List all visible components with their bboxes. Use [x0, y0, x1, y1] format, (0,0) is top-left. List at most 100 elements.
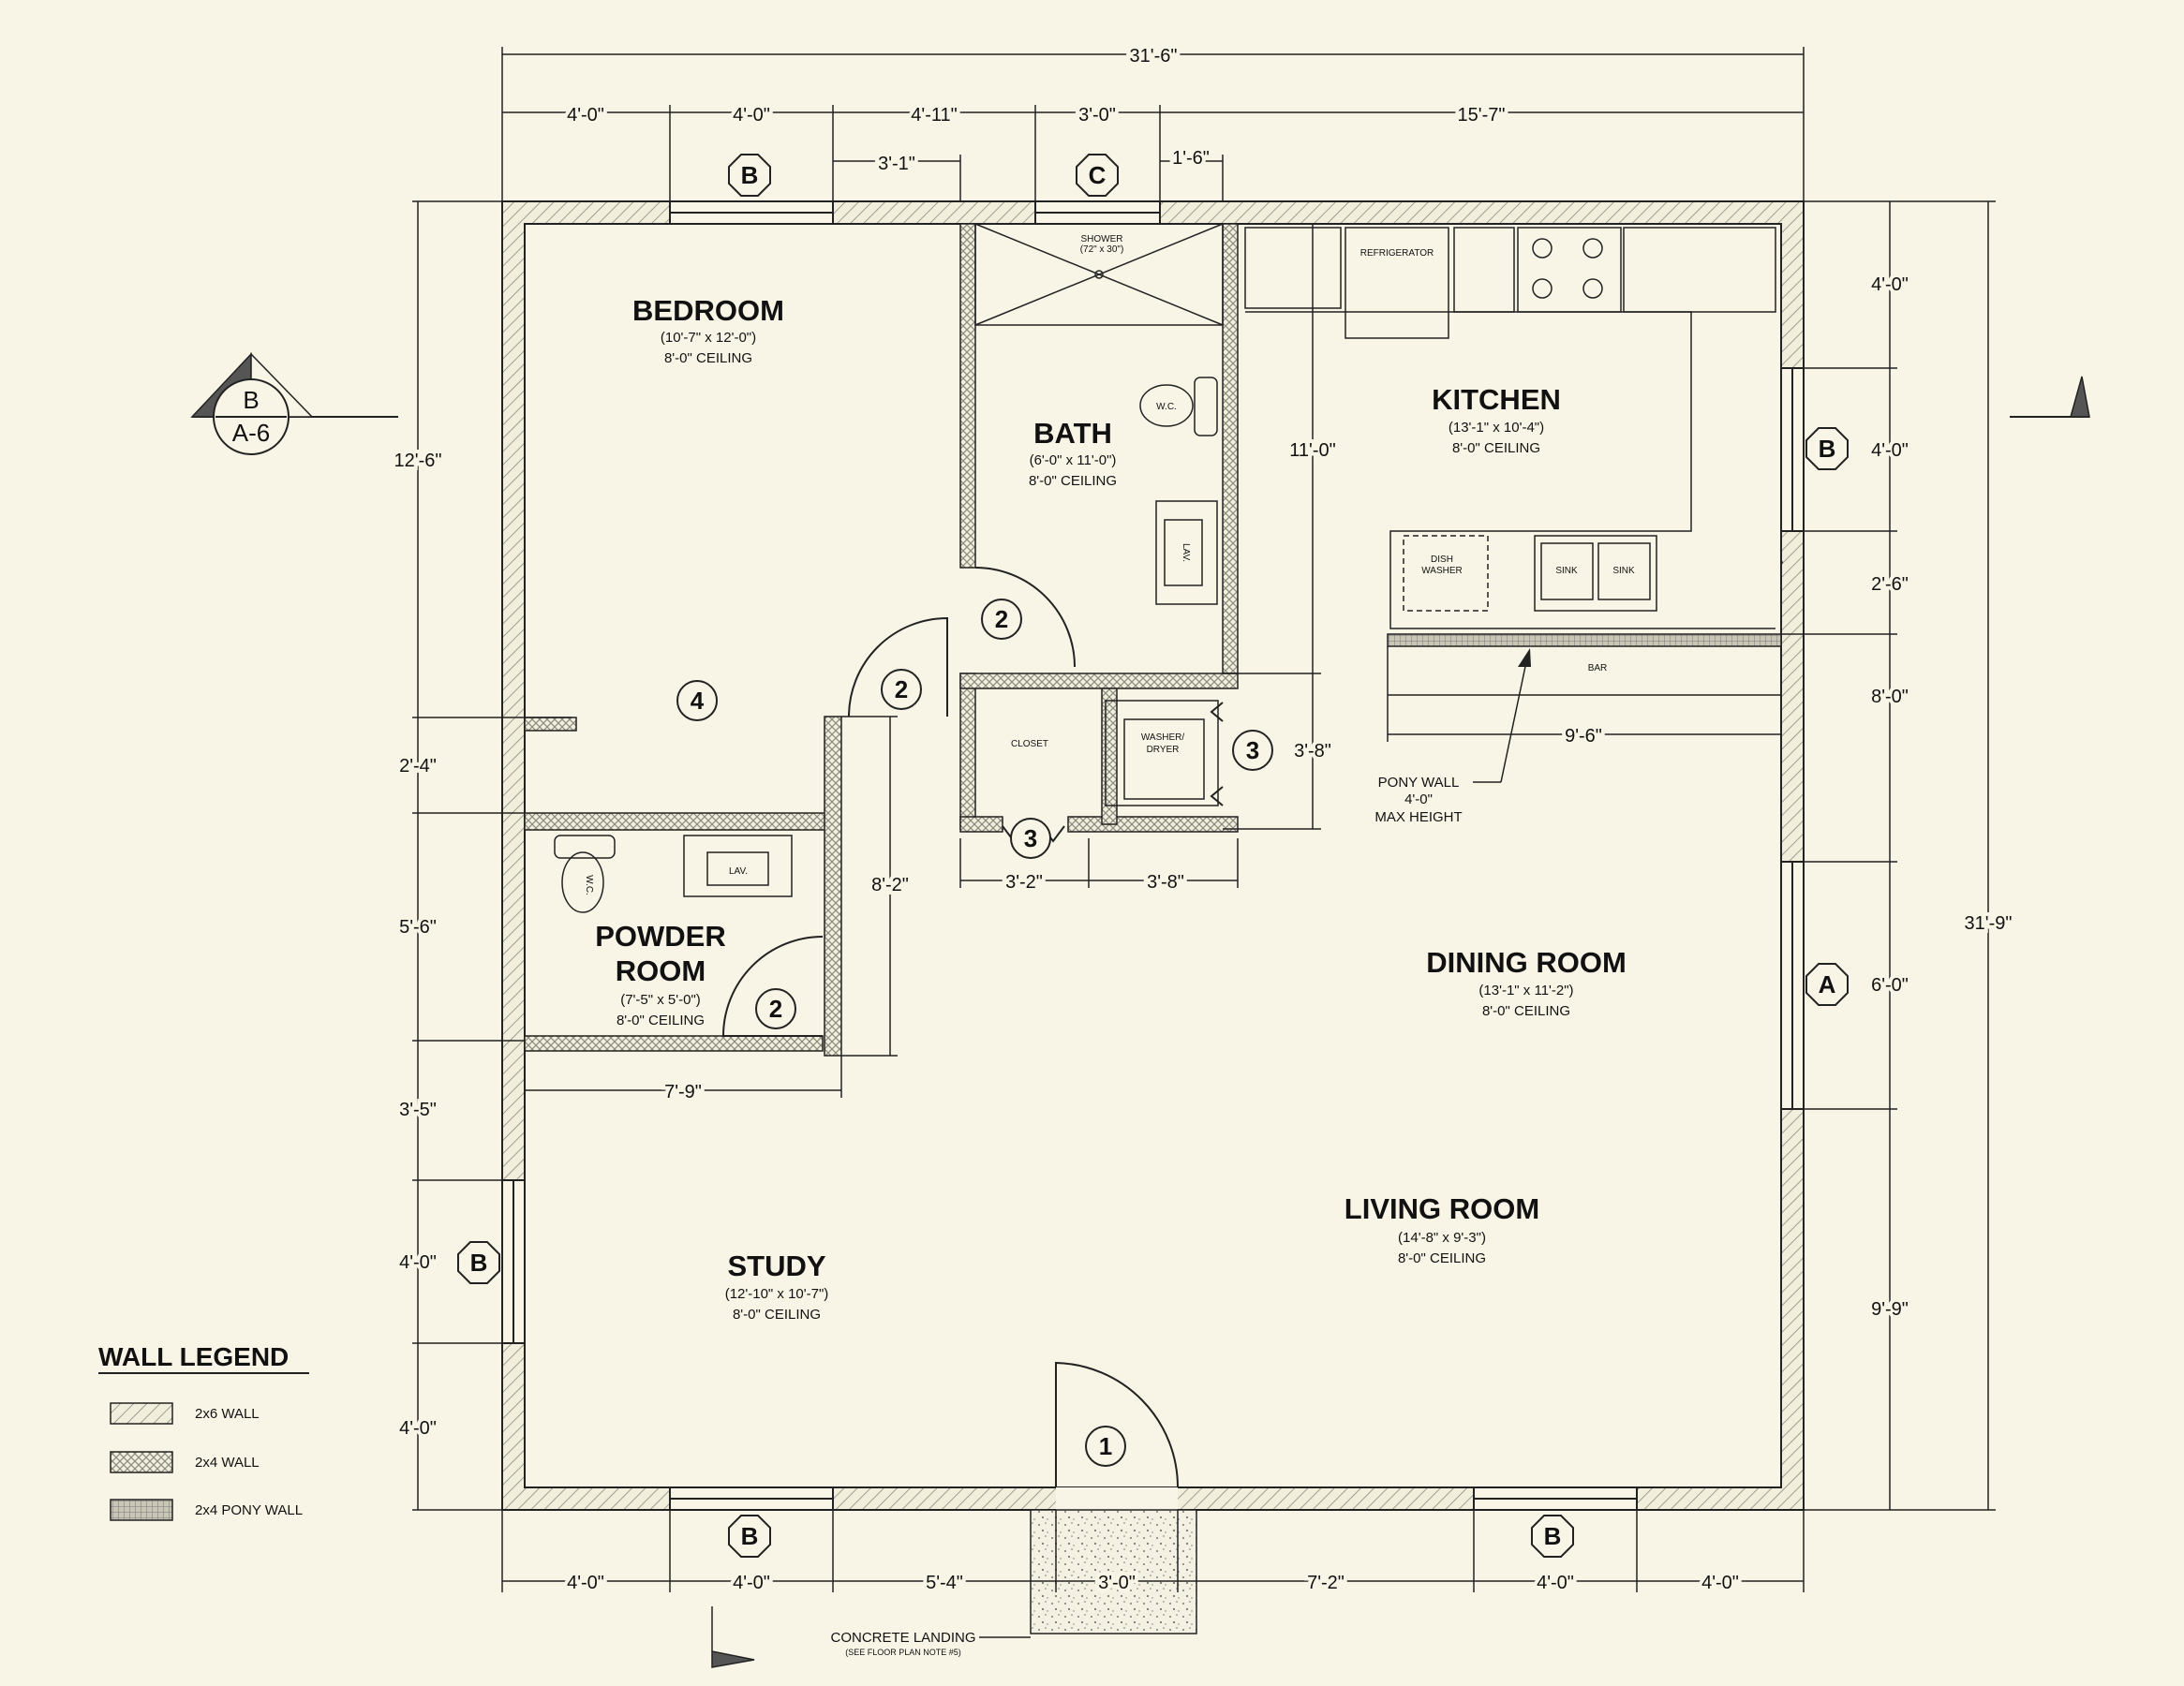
fixtures [554, 223, 1776, 913]
section-marker-bottom [711, 1650, 755, 1668]
bedroom-size: (10'-7" x 12'-0") [661, 330, 756, 346]
dim-kitchen-height: 11'-0" [1289, 440, 1335, 461]
dim-top-1: 4'-0" [567, 105, 604, 126]
dim-top-sub-1: 3'-1" [878, 154, 915, 174]
powder-wc-label: W.C. [584, 875, 594, 895]
legend-label-2x4: 2x4 WALL [195, 1455, 260, 1471]
shower-size-label: (72" x 30") [1080, 244, 1124, 255]
legend-swatch-pony [110, 1499, 173, 1521]
dimension-labels: 31'-6" 4'-0" 4'-0" 4'-11" 3'-0" 15'-7" 3… [391, 42, 2016, 1597]
kitchen-name: KITCHEN [1432, 383, 1561, 416]
window-tag-b-top: B [741, 161, 759, 189]
legend-swatch-2x6 [110, 1402, 173, 1425]
exterior-walls [501, 200, 1805, 1511]
powder-lav-label: LAV. [729, 866, 748, 877]
landing-note-1: CONCRETE LANDING [830, 1630, 975, 1646]
dim-left-5: 4'-0" [399, 1252, 437, 1273]
door-tag-3-closet: 3 [1024, 824, 1037, 852]
door-tag-3-laundry: 3 [1246, 736, 1259, 764]
bedroom-name: BEDROOM [632, 294, 784, 327]
bath-size: (6'-0" x 11'-0") [1030, 452, 1117, 468]
bath-ceiling: 8'-0" CEILING [1029, 473, 1117, 489]
sink-label-1: SINK [1555, 566, 1578, 576]
dim-overall-height: 31'-9" [1965, 913, 2013, 934]
dim-bottom-2: 4'-0" [733, 1573, 770, 1593]
dim-right-6: 9'-9" [1871, 1299, 1909, 1320]
study-size: (12'-10" x 10'-7") [725, 1286, 829, 1302]
dim-hall-height: 8'-2" [871, 875, 909, 895]
windows [501, 200, 1805, 1511]
fixture-labels: SHOWER (72" x 30") REFRIGERATOR W.C. LAV… [584, 234, 1635, 895]
dim-bottom-3: 5'-4" [926, 1573, 963, 1593]
pony-wall-note-1: PONY WALL [1378, 775, 1460, 791]
powder-name-2: ROOM [616, 954, 706, 987]
washer-label-2: DRYER [1147, 745, 1180, 755]
range-burners [1532, 238, 1603, 299]
bedroom-ceiling: 8'-0" CEILING [664, 350, 752, 366]
door-tag-4: 4 [691, 687, 705, 715]
pony-wall-arrow [1518, 648, 1531, 667]
section-marker-left [190, 352, 398, 455]
legend-label-2x6: 2x6 WALL [195, 1406, 260, 1422]
dim-top-3: 4'-11" [911, 105, 957, 126]
dimension-lines [412, 47, 1996, 1638]
dim-top-5: 15'-7" [1458, 105, 1506, 126]
bath-wc-label: W.C. [1156, 402, 1177, 412]
door-tag-2-bath: 2 [995, 605, 1008, 633]
window-tag-b-right: B [1819, 435, 1836, 463]
dim-top-4: 3'-0" [1078, 105, 1116, 126]
dim-left-2: 2'-4" [399, 756, 437, 776]
wall-legend: WALL LEGEND 2x6 WALL 2x4 WALL 2x4 PONY W… [98, 1342, 309, 1521]
door-tags [676, 599, 1273, 1467]
window-tag-a-right: A [1819, 970, 1836, 998]
dim-left-3: 5'-6" [399, 917, 437, 938]
dishwasher-label-2: WASHER [1421, 566, 1463, 576]
kitchen-size: (13'-1" x 10'-4") [1449, 420, 1544, 436]
door-tag-2-powder: 2 [769, 995, 782, 1023]
section-sheet: A-6 [232, 419, 270, 447]
tag-labels: B C B A B B B 1 2 2 2 3 3 4 B A-6 [232, 161, 1836, 1550]
legend-title: WALL LEGEND [98, 1342, 289, 1371]
washer-label-1: WASHER/ [1141, 732, 1185, 743]
dim-closet-height: 3'-8" [1294, 741, 1331, 762]
dim-left-4: 3'-5" [399, 1100, 437, 1120]
kitchen-ceiling: 8'-0" CEILING [1452, 440, 1540, 456]
dim-top-sub-2: 1'-6" [1172, 148, 1210, 169]
sink-label-2: SINK [1612, 566, 1635, 576]
closet-label: CLOSET [1011, 739, 1048, 749]
section-marker-right [2010, 376, 2090, 418]
dim-bar-width: 9'-6" [1565, 726, 1602, 747]
dim-top-2: 4'-0" [733, 105, 770, 126]
powder-ceiling: 8'-0" CEILING [617, 1013, 705, 1028]
dining-ceiling: 8'-0" CEILING [1482, 1003, 1570, 1019]
dim-right-1: 4'-0" [1871, 274, 1909, 295]
notes: PONY WALL 4'-0" MAX HEIGHT CONCRETE LAND… [830, 775, 1462, 1657]
dim-left-1: 12'-6" [394, 451, 442, 471]
dining-size: (13'-1" x 11'-2") [1478, 983, 1573, 998]
living-name: LIVING ROOM [1345, 1192, 1539, 1225]
bath-lav-label: LAV. [1181, 543, 1191, 562]
landing-note-2: (SEE FLOOR PLAN NOTE #5) [845, 1648, 961, 1657]
door-tag-1: 1 [1099, 1432, 1112, 1460]
refrigerator-label: REFRIGERATOR [1360, 248, 1434, 259]
dim-closet-width-1: 3'-2" [1005, 872, 1043, 893]
living-ceiling: 8'-0" CEILING [1398, 1250, 1486, 1266]
window-tag-c-top: C [1089, 161, 1107, 189]
shower-label: SHOWER [1081, 234, 1123, 244]
interior-walls [524, 223, 1783, 1057]
dining-name: DINING ROOM [1426, 946, 1627, 979]
window-tag-b-left: B [470, 1249, 488, 1277]
legend-label-pony: 2x4 PONY WALL [195, 1502, 303, 1518]
dim-overall-width: 31'-6" [1130, 46, 1178, 67]
pony-wall [1387, 633, 1782, 647]
dim-left-6: 4'-0" [399, 1418, 437, 1439]
study-name: STUDY [727, 1250, 825, 1282]
pony-wall-note-2: 4'-0" [1404, 791, 1433, 807]
legend-swatch-2x4 [110, 1451, 173, 1473]
dim-bottom-6: 4'-0" [1537, 1573, 1574, 1593]
dim-right-4: 8'-0" [1871, 687, 1909, 707]
dim-bottom-1: 4'-0" [567, 1573, 604, 1593]
powder-name-1: POWDER [595, 920, 726, 953]
section-letter: B [243, 386, 259, 414]
